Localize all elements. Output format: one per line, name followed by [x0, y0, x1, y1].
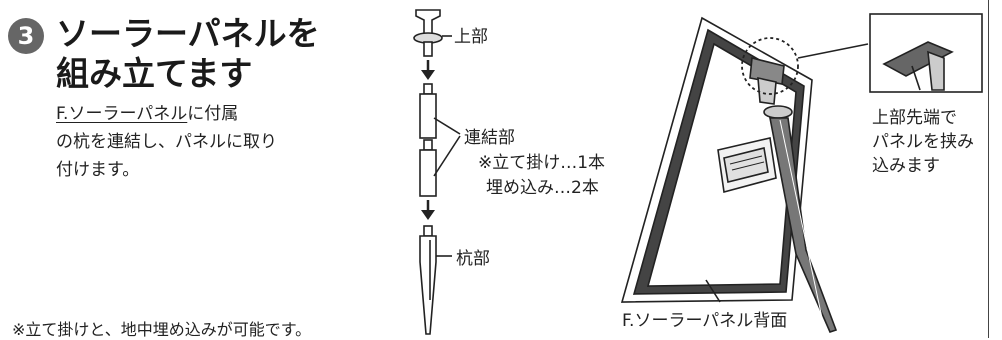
- clip-detail-inset: [869, 13, 983, 93]
- clip-note-line3: 込みます: [872, 156, 940, 176]
- instruction-line2: の杭を連結し、パネルに取り: [56, 132, 277, 152]
- stake-parts-diagram: [413, 9, 461, 335]
- footnote: ※立て掛けと、地中埋め込みが可能です。: [12, 320, 312, 339]
- instruction-line1: F.ソーラーパネルに付属: [56, 101, 238, 127]
- panel-back-label: F.ソーラーパネル背面: [622, 311, 788, 331]
- page-divider: [988, 0, 989, 338]
- step-number-badge: 3: [8, 18, 44, 54]
- lean-count-label: ※立て掛け…1本: [478, 153, 606, 173]
- clip-note-line2: パネルを挟み: [872, 132, 974, 152]
- page-title-line2: 組み立てます: [56, 54, 253, 93]
- step-number: 3: [17, 22, 35, 50]
- page-title-line1: ソーラーパネルを: [56, 14, 320, 53]
- top-part-label: 上部: [454, 27, 488, 47]
- clip-note-line1: 上部先端で: [872, 108, 957, 128]
- instruction-line1-rest: に付属: [187, 104, 239, 124]
- instruction-line3: 付けます。: [56, 160, 140, 180]
- product-name: F.ソーラーパネル: [56, 104, 188, 124]
- solar-panel-back-illustration: [620, 16, 869, 333]
- stake-label: 杭部: [456, 249, 490, 269]
- connector-label: 連結部: [464, 128, 515, 148]
- bury-count-label: 埋め込み…2本: [486, 178, 599, 198]
